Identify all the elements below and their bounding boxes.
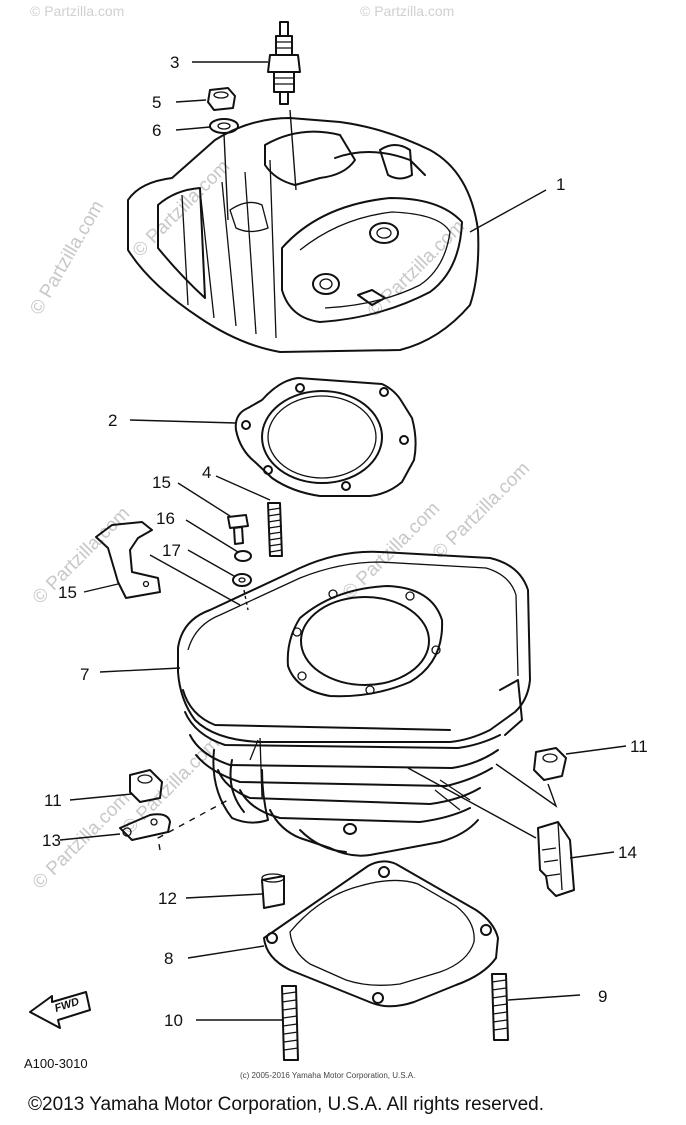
- watermark-right-2: © Partzilla.com: [429, 458, 534, 563]
- callout-15: 15: [58, 583, 77, 602]
- cylinder: [177, 550, 531, 857]
- leader-lines: [59, 61, 627, 1021]
- callout-12: 12: [158, 889, 177, 908]
- nut-11-left: [129, 769, 163, 803]
- small-copyright: (c) 2005-2016 Yamaha Motor Corporation, …: [240, 1071, 415, 1080]
- callout-9: 9: [598, 987, 607, 1006]
- callout-11-left: 11: [44, 791, 62, 810]
- bracket-13: [119, 813, 171, 841]
- stud-9: [491, 973, 509, 1041]
- washer-small: [232, 573, 252, 587]
- bracket-15: [95, 521, 161, 599]
- callout-2: 2: [108, 411, 117, 430]
- cylinder-head: [127, 117, 480, 353]
- watermark-right-1: © Partzilla.com: [364, 216, 469, 321]
- stud-10: [281, 985, 299, 1061]
- callout-5: 5: [152, 93, 161, 112]
- spark-plug: [267, 21, 301, 105]
- base-gasket: [263, 860, 499, 1008]
- footer-copyright: ©2013 Yamaha Motor Corporation, U.S.A. A…: [28, 1094, 544, 1115]
- callout-14: 14: [618, 843, 637, 862]
- head-gasket: [234, 377, 417, 497]
- nut-11-right: [533, 747, 567, 781]
- watermark-center-1: © Partzilla.com: [129, 156, 234, 261]
- head-nut: [207, 87, 236, 111]
- callout-1: 1: [556, 175, 565, 194]
- callout-16: 15: [152, 473, 171, 492]
- dowel-pin: [261, 873, 285, 909]
- callout-4: 4: [202, 463, 211, 482]
- watermark-top-right: © Partzilla.com: [360, 3, 454, 19]
- head-washer: [209, 118, 239, 134]
- watermark-left-2: © Partzilla.com: [29, 503, 134, 608]
- bolt: [227, 514, 249, 545]
- callout-18: 17: [162, 541, 181, 560]
- svg-text:FWD: FWD: [53, 996, 81, 1015]
- callout-11-right: 11: [630, 737, 648, 756]
- stud-upper: [267, 502, 283, 557]
- lock-washer: [234, 550, 252, 562]
- callout-6: 6: [152, 121, 161, 140]
- watermark-center-2: © Partzilla.com: [339, 498, 444, 603]
- watermark-top-left: © Partzilla.com: [30, 3, 124, 19]
- damper-14: [537, 821, 575, 897]
- callout-13: 13: [42, 831, 61, 850]
- callout-10: 10: [164, 1011, 183, 1030]
- callout-17: 16: [156, 509, 175, 528]
- callout-3: 3: [170, 53, 179, 72]
- watermark-left-1: © Partzilla.com: [26, 197, 108, 318]
- callout-8: 8: [164, 949, 173, 968]
- part-code: A100-3010: [24, 1056, 88, 1071]
- callout-7: 7: [80, 665, 89, 684]
- fwd-arrow-icon: FWD: [29, 991, 91, 1029]
